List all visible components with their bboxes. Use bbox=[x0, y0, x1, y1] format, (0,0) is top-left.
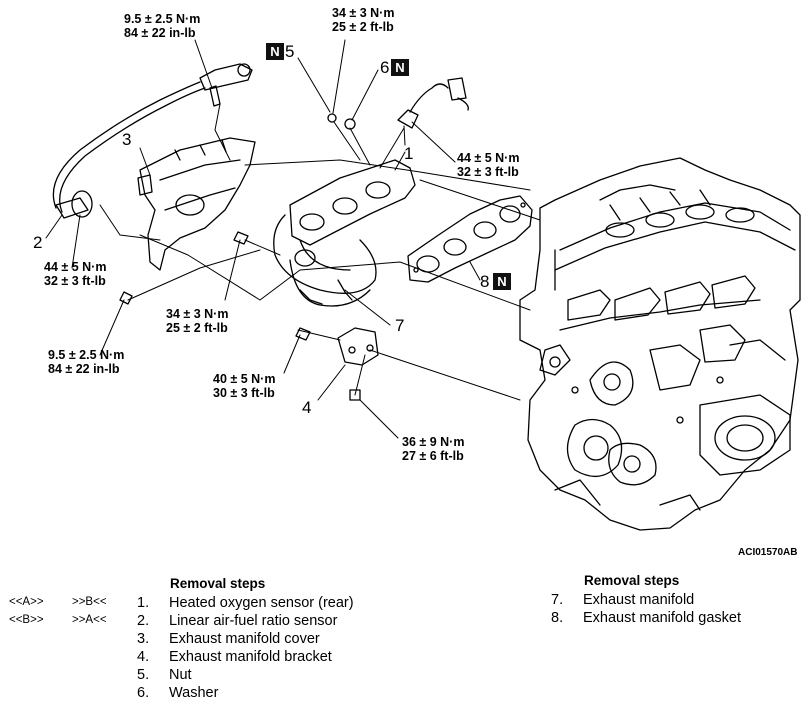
n-badge-6: N bbox=[391, 59, 409, 76]
torque-metric: 34 ± 3 N·m bbox=[332, 6, 395, 20]
exhaust-manifold bbox=[273, 159, 416, 307]
torque-imperial: 25 ± 2 ft-lb bbox=[332, 20, 394, 34]
step-text: Washer bbox=[169, 685, 219, 701]
callout-7: 7 bbox=[395, 316, 405, 335]
removal-step: 6. Washer bbox=[137, 684, 437, 702]
diagram-drawing bbox=[45, 39, 801, 531]
torque-imperial: 32 ± 3 ft-lb bbox=[457, 165, 519, 179]
torque-label-2: 34 ± 3 N·m 25 ± 2 ft-lb bbox=[332, 6, 394, 34]
callout-2: 2 bbox=[33, 233, 43, 252]
torque-metric: 40 ± 5 N·m bbox=[213, 372, 276, 386]
torque-imperial: 32 ± 3 ft-lb bbox=[44, 274, 106, 288]
removal-step: 5. Nut bbox=[137, 666, 437, 684]
ref-marker-b: >>A<< bbox=[72, 614, 107, 626]
step-number: 7. bbox=[551, 592, 564, 608]
callout-6: 6 bbox=[380, 58, 390, 77]
torque-metric: 44 ± 5 N·m bbox=[457, 151, 520, 165]
torque-label-6: 9.5 ± 2.5 N·m 84 ± 22 in-lb bbox=[48, 348, 124, 376]
torque-label-8: 36 ± 9 N·m 27 ± 6 ft-lb bbox=[402, 435, 464, 463]
torque-label-7: 40 ± 5 N·m 30 ± 3 ft-lb bbox=[213, 372, 275, 400]
fasteners bbox=[119, 85, 361, 401]
torque-imperial: 25 ± 2 ft-lb bbox=[166, 321, 228, 335]
figure-code: ACI01570AB bbox=[738, 547, 798, 558]
callout-5: 5 bbox=[285, 42, 295, 61]
step-text: Heated oxygen sensor (rear) bbox=[169, 595, 354, 611]
leader-lines bbox=[45, 39, 481, 439]
torque-imperial: 84 ± 22 in-lb bbox=[48, 362, 120, 376]
torque-imperial: 27 ± 6 ft-lb bbox=[402, 449, 464, 463]
torque-metric: 36 ± 9 N·m bbox=[402, 435, 465, 449]
step-number: 8. bbox=[551, 610, 564, 626]
torque-imperial: 84 ± 22 in-lb bbox=[124, 26, 196, 40]
step-number: 1. bbox=[137, 595, 150, 611]
step-number: 6. bbox=[137, 685, 150, 701]
exhaust-manifold-diagram: 9.5 ± 2.5 N·m 84 ± 22 in-lb 34 ± 3 N·m 2… bbox=[33, 6, 801, 558]
callout-1: 1 bbox=[404, 144, 414, 163]
removal-step: 8. Exhaust manifold gasket bbox=[551, 609, 801, 627]
step-number: 3. bbox=[137, 631, 150, 647]
exhaust-manifold-gasket bbox=[407, 195, 533, 283]
removal-step: 1. Heated oxygen sensor (rear) bbox=[137, 594, 437, 612]
torque-imperial: 30 ± 3 ft-lb bbox=[213, 386, 275, 400]
callout-4: 4 bbox=[302, 398, 312, 417]
assembly-guide-lines bbox=[99, 103, 541, 401]
step-number: 4. bbox=[137, 649, 150, 665]
n-badge-5: N bbox=[266, 43, 284, 60]
torque-metric: 44 ± 5 N·m bbox=[44, 260, 107, 274]
torque-label-1: 9.5 ± 2.5 N·m 84 ± 22 in-lb bbox=[124, 12, 200, 40]
ref-marker-b: >>B<< bbox=[72, 596, 107, 608]
removal-steps-heading-right: Removal steps bbox=[584, 573, 680, 588]
torque-label-5: 34 ± 3 N·m 25 ± 2 ft-lb bbox=[166, 307, 228, 335]
step-text: Nut bbox=[169, 667, 192, 683]
engine-block bbox=[519, 157, 801, 531]
torque-label-3: 44 ± 5 N·m 32 ± 3 ft-lb bbox=[457, 151, 519, 179]
heated-oxygen-sensor bbox=[397, 77, 469, 129]
removal-step: 3. Exhaust manifold cover bbox=[137, 630, 437, 648]
step-text: Linear air-fuel ratio sensor bbox=[169, 613, 338, 629]
step-text: Exhaust manifold bracket bbox=[169, 649, 332, 665]
callout-8: 8 bbox=[480, 272, 490, 291]
torque-metric: 34 ± 3 N·m bbox=[166, 307, 229, 321]
callout-3: 3 bbox=[122, 130, 132, 149]
removal-steps-heading-left: Removal steps bbox=[170, 576, 266, 591]
torque-metric: 9.5 ± 2.5 N·m bbox=[124, 12, 201, 26]
ref-marker-a: <<B>> bbox=[9, 614, 44, 626]
n-badge-8: N bbox=[493, 273, 511, 290]
torque-label-4: 44 ± 5 N·m 32 ± 3 ft-lb bbox=[44, 260, 106, 288]
step-number: 5. bbox=[137, 667, 150, 683]
removal-step: 2. Linear air-fuel ratio sensor bbox=[137, 612, 437, 630]
step-text: Exhaust manifold bbox=[583, 592, 695, 608]
removal-step: 4. Exhaust manifold bracket bbox=[137, 648, 437, 666]
step-text: Exhaust manifold gasket bbox=[583, 610, 741, 626]
air-fuel-ratio-sensor bbox=[52, 63, 253, 219]
step-text: Exhaust manifold cover bbox=[169, 631, 320, 647]
removal-step: 7. Exhaust manifold bbox=[551, 591, 801, 609]
step-number: 2. bbox=[137, 613, 150, 629]
exhaust-manifold-bracket bbox=[337, 327, 379, 366]
ref-marker-a: <<A>> bbox=[9, 596, 44, 608]
torque-metric: 9.5 ± 2.5 N·m bbox=[48, 348, 125, 362]
